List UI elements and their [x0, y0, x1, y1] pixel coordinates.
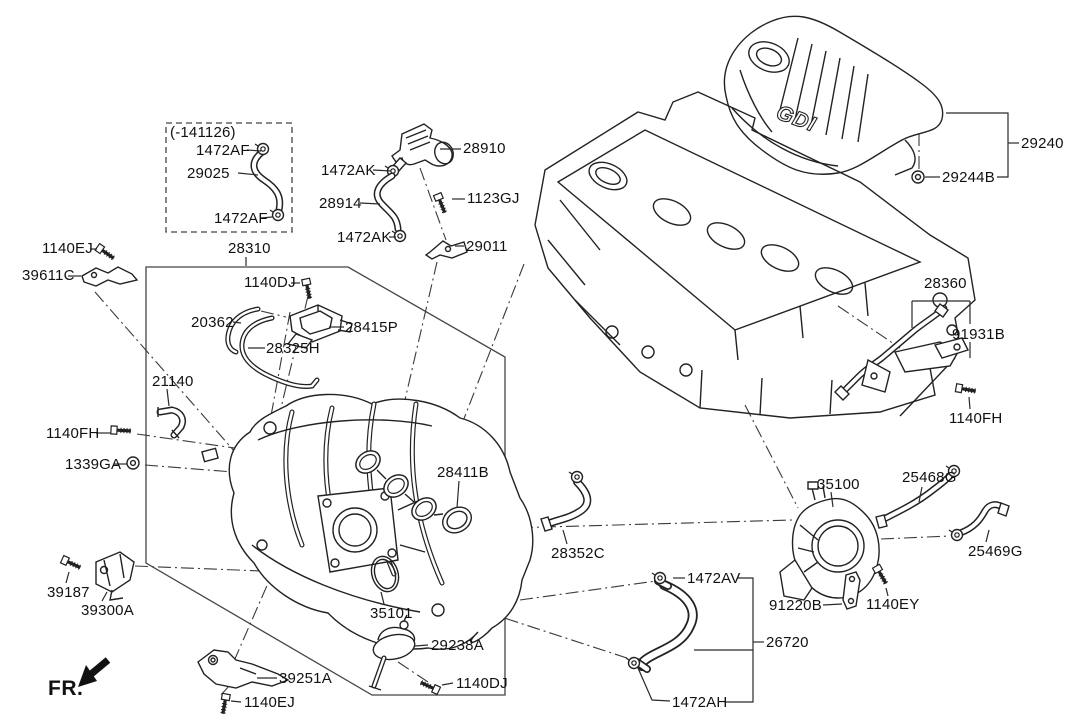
- part-label-1123gj: 1123GJ: [467, 190, 520, 207]
- leader-lines: [66, 113, 1019, 702]
- part-label-25469g: 25469G: [968, 543, 1023, 560]
- part-label-20362: 20362: [191, 314, 234, 331]
- part-label-39251a: 39251A: [279, 670, 332, 687]
- part-label-29025: 29025: [187, 165, 230, 182]
- oring-35101-drawing: [367, 553, 403, 595]
- bracket-39611c-drawing: [82, 267, 137, 286]
- engine-drawing: [535, 92, 975, 418]
- part-label-28352c: 28352C: [551, 545, 605, 562]
- part-label-28914: 28914: [319, 195, 362, 212]
- part-label-21140: 21140: [152, 373, 194, 390]
- part-label-25468g: 25468G: [902, 469, 957, 486]
- part-label-1472ak-bottom: 1472AK: [337, 229, 392, 246]
- part-label-91220b: 91220B: [769, 597, 822, 614]
- part-label-26720: 26720: [766, 634, 809, 651]
- engine-cover-drawing: GDI: [724, 16, 942, 175]
- part-label-35100: 35100: [817, 476, 860, 493]
- bracket-91220b-drawing: [843, 572, 860, 609]
- gasket-set-drawing: [350, 445, 476, 538]
- front-direction-label: FR.: [48, 677, 84, 700]
- hose-28352c-drawing: [541, 470, 587, 532]
- bolt-1140fh-left: [109, 424, 133, 437]
- part-label-1339ga: 1339GA: [65, 456, 122, 473]
- bracket-39251a-drawing: [198, 650, 288, 688]
- bolt-1140ej-top: [93, 241, 118, 264]
- part-label-1140dj-top: 1140DJ: [244, 274, 296, 291]
- part-label-1472ah: 1472AH: [672, 694, 728, 711]
- fastener-29244b-drawing: [912, 171, 924, 183]
- hose-25469g-drawing: [948, 503, 1009, 542]
- manifold-group-box: [146, 267, 505, 695]
- part-label-28360: 28360: [924, 275, 967, 292]
- hose-25468g-drawing: [876, 464, 961, 529]
- bolt-39187: [58, 553, 84, 573]
- part-label-29240: 29240: [1021, 135, 1064, 152]
- part-label-28910: 28910: [463, 140, 506, 157]
- inset-variant-caption: (-141126): [170, 124, 236, 141]
- part-label-35101: 35101: [370, 605, 413, 622]
- bolt-1140ej-bottom: [217, 691, 232, 717]
- bolt-1140fh-right: [953, 382, 979, 397]
- part-label-29011: 29011: [466, 238, 508, 255]
- bolt-1140dj-top: [300, 276, 316, 302]
- vacuum-actuator-drawing: [369, 615, 417, 690]
- part-label-91931b: 91931B: [952, 326, 1005, 343]
- part-label-39300a: 39300A: [81, 602, 134, 619]
- part-label-1140ej-bottom: 1140EJ: [244, 694, 295, 711]
- throttle-body-drawing: [780, 482, 879, 600]
- nut-1339ga-drawing: [127, 457, 139, 469]
- stay-pipe-28360-drawing: [835, 304, 968, 400]
- part-label-28310: 28310: [228, 240, 271, 257]
- front-direction-arrow-icon: [78, 660, 108, 687]
- intake-manifold-drawing: [202, 394, 533, 649]
- solenoid-28415p-drawing: [288, 305, 352, 348]
- part-label-1472af-top: 1472AF: [196, 142, 250, 159]
- vacuum-tube-drawing: [228, 309, 317, 387]
- part-label-29244b: 29244B: [942, 169, 995, 186]
- part-label-1472af-bottom: 1472AF: [214, 210, 268, 227]
- part-label-28325h: 28325H: [266, 340, 320, 357]
- part-label-39187: 39187: [47, 584, 90, 601]
- part-label-1140ey: 1140EY: [866, 596, 920, 613]
- part-label-1140fh-right: 1140FH: [949, 410, 1003, 427]
- part-label-28411b: 28411B: [437, 464, 489, 481]
- part-label-1472av: 1472AV: [687, 570, 741, 587]
- part-label-39611c: 39611C: [22, 267, 75, 284]
- part-label-29238a: 29238A: [431, 637, 484, 654]
- part-label-1472ak-top: 1472AK: [321, 162, 376, 179]
- inset-hose-drawing: [254, 142, 285, 222]
- part-label-28415p: 28415P: [345, 319, 398, 336]
- fitting-21140-drawing: [158, 407, 183, 438]
- bolt-1140ey: [870, 562, 892, 588]
- part-label-1140fh-left: 1140FH: [46, 425, 100, 442]
- sensor-39300a-drawing: [96, 552, 134, 600]
- bolt-1140dj-bottom: [417, 677, 443, 697]
- hose-26720-drawing: [625, 571, 693, 670]
- part-label-1140dj-bottom: 1140DJ: [456, 675, 508, 692]
- part-label-1140ej-top: 1140EJ: [42, 240, 93, 257]
- inset-variant-box: [166, 123, 292, 232]
